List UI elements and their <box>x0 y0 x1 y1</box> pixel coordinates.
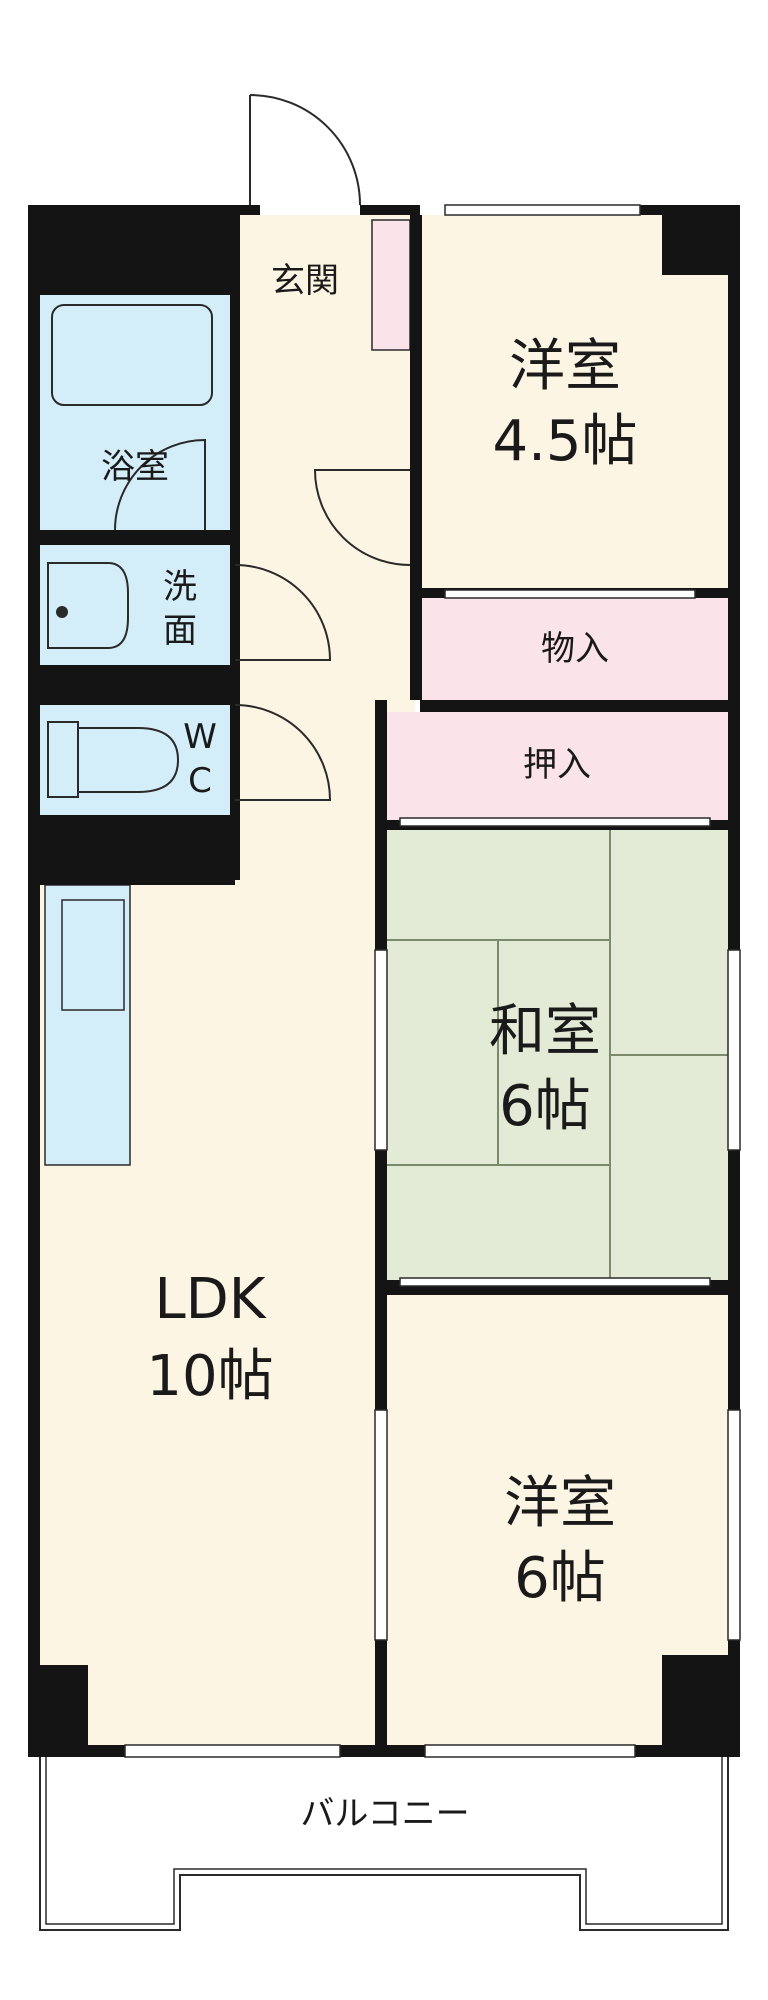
washroom-door <box>234 564 332 661</box>
windows <box>124 204 741 1758</box>
entrance-label: 玄関 <box>271 261 339 301</box>
bathtub <box>51 304 213 406</box>
storage-1-floor <box>420 598 730 700</box>
balcony-label: バルコニー <box>300 1794 469 1834</box>
western-room-2-name: 洋室 <box>504 1471 616 1536</box>
washroom-label-2: 面 <box>163 611 197 651</box>
floors <box>40 215 730 1745</box>
tatami-lines <box>385 830 730 1280</box>
closet-label: 押入 <box>523 745 591 785</box>
bath-door <box>114 438 206 531</box>
balcony-outline <box>39 1757 729 1931</box>
western-room-1-floor <box>420 215 730 590</box>
western-room-1-size: 4.5帖 <box>492 409 637 474</box>
toilet-bowl <box>47 721 180 798</box>
bath-label: 浴室 <box>101 447 169 487</box>
washroom-floor <box>40 545 230 665</box>
shoe-cabinet <box>371 219 411 351</box>
doors <box>114 94 411 801</box>
washbasin <box>47 562 129 649</box>
japanese-room-size: 6帖 <box>499 1074 591 1139</box>
ldk-name: LDK <box>154 1267 266 1332</box>
washroom-label-1: 洗 <box>163 567 197 607</box>
western-room-1-name: 洋室 <box>509 334 621 399</box>
closet-floor <box>385 712 730 820</box>
hall-door <box>313 469 411 566</box>
bath-floor <box>40 295 230 530</box>
fixtures <box>47 304 213 798</box>
balcony-outline-inner <box>45 1757 723 1925</box>
kitchen-sink <box>61 899 125 1011</box>
ldk-size: 10帖 <box>146 1344 273 1409</box>
toilet-door <box>234 704 332 801</box>
toilet-label-2: C <box>188 761 212 801</box>
labels: 玄関 浴室 洗 面 W C 洋室 4.5帖 物入 押入 和室 6帖 LDK 10… <box>101 261 638 1834</box>
toilet-label-1: W <box>183 717 217 757</box>
entrance-floor <box>235 215 375 355</box>
storage-1-label: 物入 <box>541 629 609 669</box>
western-room-2-size: 6帖 <box>514 1546 606 1611</box>
front-door <box>249 94 361 206</box>
japanese-room-name: 和室 <box>489 999 601 1064</box>
